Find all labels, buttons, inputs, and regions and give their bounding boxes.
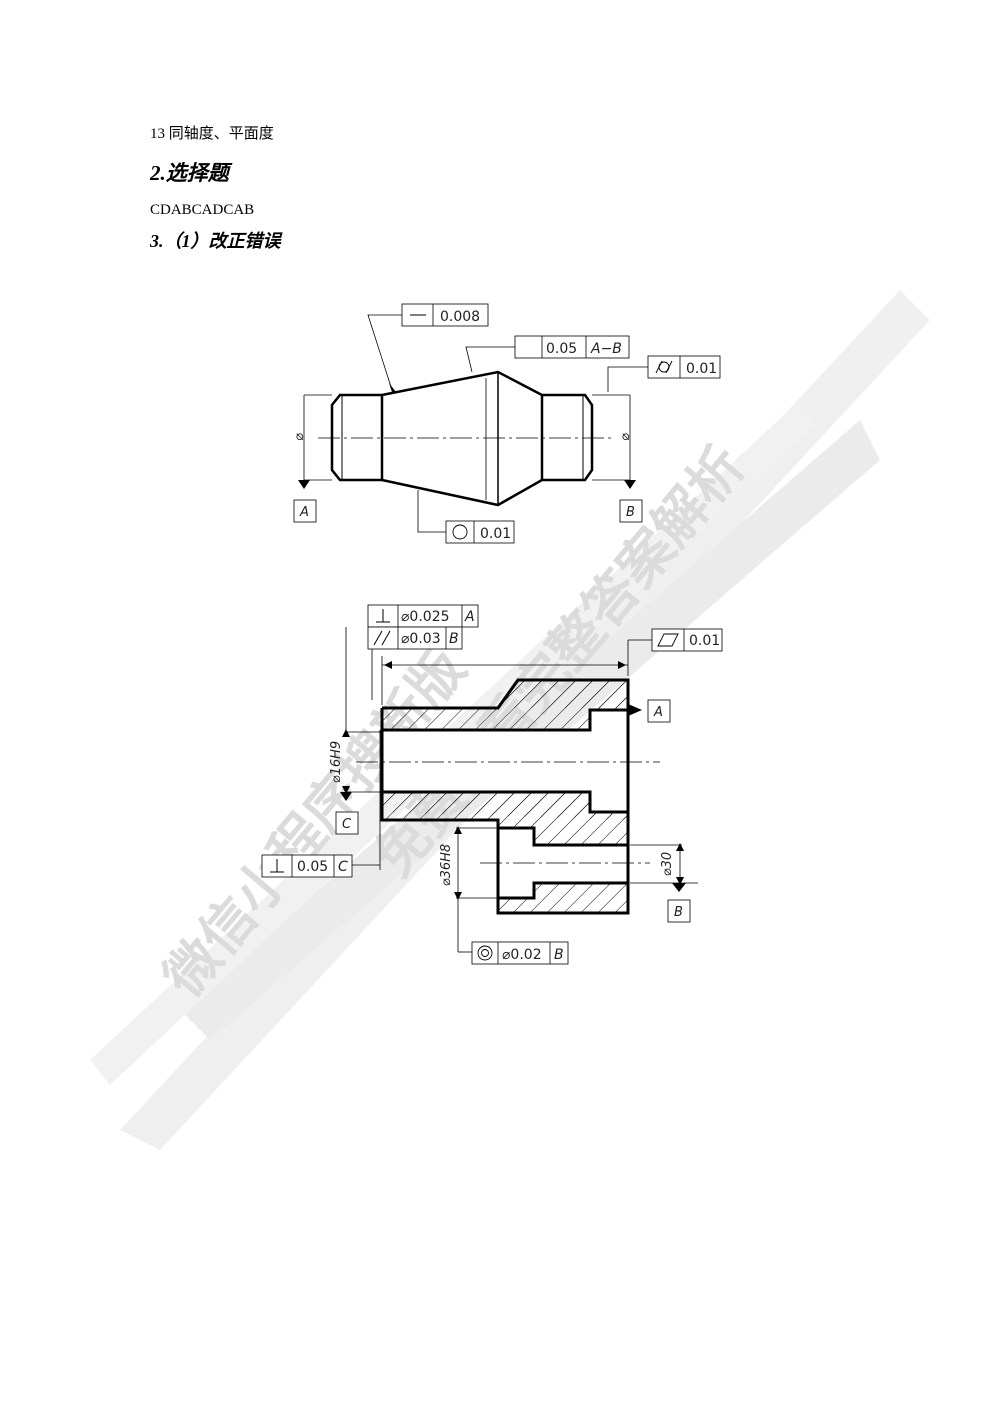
figure-2-housing — [345, 627, 698, 953]
fig1-round-tol: 0.01 — [480, 526, 511, 542]
fig2-datum-a: A — [653, 705, 663, 720]
fig2-perp-c-tol: 0.05 — [297, 859, 328, 875]
fig2-perp-c-datum: C — [338, 859, 348, 875]
fig2-datum-c: C — [342, 817, 352, 832]
fig1-datum-a-box — [293, 499, 317, 523]
figure-1-arrows — [298, 341, 636, 489]
section-heading-choice: 2.选择题 — [150, 161, 229, 185]
section-heading-correct-errors: 3.（1）改正错误 — [150, 231, 281, 251]
perpendicularity-icon — [376, 609, 390, 623]
fig1-runout-tol: 0.05 — [546, 341, 577, 357]
fig2-par-b-tol: ⌀0.03 — [401, 631, 441, 647]
fig2-perp-a-datum: A — [464, 609, 475, 625]
fig2-datum-b: B — [674, 905, 683, 920]
fig1-fcf-roundness: 0.01 — [445, 520, 515, 544]
parallelism-icon — [373, 630, 391, 646]
answer-line-13: 13 同轴度、平面度 — [150, 126, 274, 142]
fig1-fcf-runout: 0.05 A−B — [514, 335, 630, 359]
fig1-fcf-cylindricity: 0.01 — [647, 355, 721, 379]
fig2-datum-a-box — [647, 699, 671, 723]
fig2-flat-tol: 0.01 — [689, 633, 720, 649]
fig2-fcf-coaxial: ⌀0.02 B — [471, 941, 569, 965]
fig1-datum-b: B — [626, 505, 635, 520]
perpendicularity-icon — [270, 859, 284, 873]
fig2-perp-a-tol: ⌀0.025 — [401, 609, 450, 625]
fig2-fcf-perp-c: 0.05 C — [261, 854, 353, 878]
fig1-datum-a: A — [299, 505, 309, 520]
fig2-datum-c-box — [335, 811, 359, 835]
cylindricity-icon — [655, 360, 673, 374]
concentricity-icon — [477, 945, 493, 961]
fig2-dim-30: ⌀30 — [660, 852, 675, 876]
fig2-dim-36: ⌀36H8 — [439, 844, 454, 886]
figure-2-arrows — [340, 661, 686, 900]
fig2-coax-datum: B — [554, 947, 564, 963]
fig2-coax-tol: ⌀0.02 — [502, 947, 542, 963]
fig2-fcf-stack: ⌀0.025 A ⌀0.03 B — [367, 604, 479, 650]
flatness-icon — [657, 633, 679, 647]
fig1-flatness-tol: 0.008 — [440, 309, 480, 325]
fig2-dim-16: ⌀16H9 — [329, 741, 344, 783]
fig2-par-b-datum: B — [449, 631, 459, 647]
fig1-datum-b-box — [619, 499, 643, 523]
roundness-icon — [452, 524, 468, 540]
fig1-dim-left: ⌀ — [292, 433, 307, 441]
fig2-datum-b-box — [667, 899, 691, 923]
fig2-fcf-flat: 0.01 — [651, 628, 723, 652]
fig1-cyl-tol: 0.01 — [686, 361, 717, 377]
figure-1-shaft — [303, 314, 648, 533]
choice-answers: CDABCADCAB — [150, 202, 255, 218]
fig1-runout-datum: A−B — [590, 341, 622, 357]
fig1-dim-right: ⌀ — [618, 433, 633, 441]
fig1-fcf-flatness: 0.008 — [401, 303, 489, 327]
